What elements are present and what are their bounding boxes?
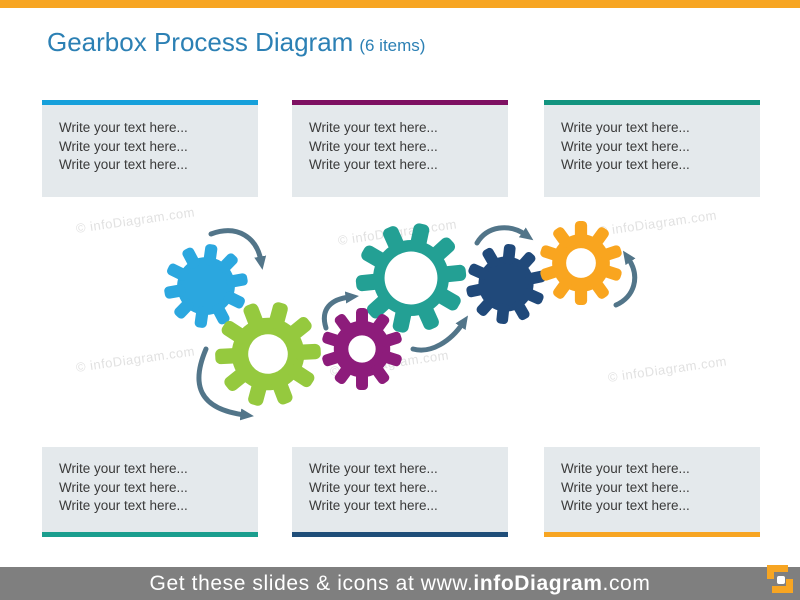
logo-bracket-bottom-icon: [772, 579, 793, 593]
text-box-bottom-middle: Write your text here... Write your text …: [292, 447, 508, 537]
text-line: Write your text here...: [309, 157, 438, 173]
text-line: Write your text here...: [561, 157, 690, 173]
top-accent-bar: [0, 0, 800, 8]
logo-bracket-top-icon: [767, 565, 788, 579]
page-title: Gearbox Process Diagram (6 items): [47, 27, 425, 58]
purple-gear: [321, 307, 403, 391]
text-line: Write your text here...: [59, 157, 188, 173]
text-box-top-left: Write your text here... Write your text …: [42, 100, 258, 197]
text-line: Write your text here...: [561, 138, 690, 154]
footer-text-prefix: Get these slides & icons at www.: [149, 571, 474, 595]
footer-link[interactable]: Get these slides & icons at www.infoDiag…: [150, 572, 651, 596]
arrow-1: [208, 228, 267, 270]
text-line: Write your text here...: [561, 120, 690, 135]
arrow-3: [322, 291, 359, 331]
text-box-bottom-left: Write your text here... Write your text …: [42, 447, 258, 537]
text-line: Write your text here...: [309, 479, 438, 495]
teal-gear: [345, 212, 477, 344]
text-box-bottom-right: Write your text here... Write your text …: [544, 447, 760, 537]
arrow-6: [613, 250, 638, 308]
gear-hole: [384, 251, 438, 305]
title-text: Gearbox Process Diagram: [47, 27, 354, 57]
green-gear: [203, 289, 333, 419]
gear-hole: [566, 248, 596, 278]
infodiagram-logo: [767, 565, 793, 593]
title-suffix: (6 items): [359, 36, 426, 55]
text-box-top-middle: Write your text here... Write your text …: [292, 100, 508, 197]
text-line: Write your text here...: [561, 479, 690, 495]
footer-bar: Get these slides & icons at www.infoDiag…: [0, 567, 800, 600]
text-line: Write your text here...: [59, 461, 188, 476]
footer-brand: infoDiagram: [473, 571, 603, 595]
text-line: Write your text here...: [59, 138, 188, 154]
text-line: Write your text here...: [59, 498, 188, 514]
arrow-2: [196, 346, 254, 421]
arrow-5: [474, 225, 534, 246]
footer-text-suffix: .com: [602, 571, 651, 595]
navy-gear: [462, 239, 550, 329]
text-line: Write your text here...: [309, 461, 438, 476]
text-line: Write your text here...: [59, 120, 188, 135]
text-line: Write your text here...: [309, 498, 438, 514]
logo-dot-icon: [777, 576, 785, 584]
gear-hole: [248, 334, 288, 374]
gear-hole: [348, 335, 376, 363]
orange-gear: [539, 221, 623, 305]
text-line: Write your text here...: [561, 498, 690, 514]
text-line: Write your text here...: [59, 479, 188, 495]
blue-gear: [158, 238, 254, 334]
arrow-4: [410, 315, 468, 353]
text-line: Write your text here...: [309, 120, 438, 135]
text-line: Write your text here...: [561, 461, 690, 476]
text-line: Write your text here...: [309, 138, 438, 154]
text-box-top-right: Write your text here... Write your text …: [544, 100, 760, 197]
